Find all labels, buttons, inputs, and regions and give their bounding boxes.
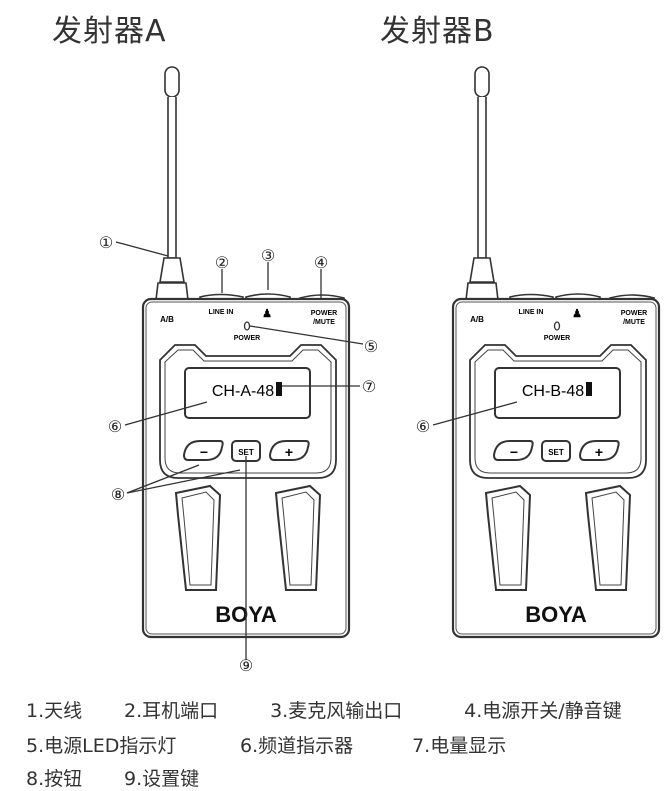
callout-7: ⑦ <box>362 379 376 396</box>
legend-item-headphone-port: 2.耳机端口 <box>124 700 219 722</box>
channel-indicator-b: CH-B-48 <box>522 383 584 400</box>
legend-item-set-key: 9.设置键 <box>124 768 200 790</box>
mic-icon-a: ♟ <box>262 308 272 320</box>
legend-item-power-led: 5.电源LED指示灯 <box>26 735 177 757</box>
callout-leaders-a <box>115 241 364 660</box>
plus-label-a: + <box>285 444 293 460</box>
callout-3: ③ <box>261 248 275 265</box>
legend-item-mic-output: 3.麦克风输出口 <box>270 700 403 722</box>
plus-button-b: + <box>578 440 620 461</box>
transmitter-a: A/B LINE IN ♟ POWER POWER /MUTE CH-A-48 … <box>99 66 378 675</box>
transmitter-b: A/B LINE IN ♟ POWER POWER /MUTE CH-B-48 … <box>416 66 661 639</box>
brand-logo-b: BOYA <box>525 602 587 627</box>
callout-leaders-b <box>432 401 518 426</box>
channel-indicator-a: CH-A-48 <box>212 383 274 400</box>
callout-5: ⑤ <box>364 339 378 356</box>
screen-b <box>494 367 621 419</box>
legend-item-power-mute: 4.电源开关/静音键 <box>464 700 622 722</box>
power-mute-label-a-2: /MUTE <box>313 319 335 326</box>
callout-6a: ⑥ <box>108 419 122 436</box>
callout-4: ④ <box>314 255 328 272</box>
title-transmitter-b: 发射器B <box>380 14 495 49</box>
power-mute-label-b: POWER <box>621 310 647 317</box>
legend-item-antenna: 1.天线 <box>26 700 83 722</box>
callout-9: ⑨ <box>239 658 253 675</box>
battery-icon-b <box>586 382 592 396</box>
legend-item-buttons: 8.按钮 <box>26 768 83 790</box>
mic-icon-b: ♟ <box>572 308 582 320</box>
battery-icon-a <box>276 382 282 396</box>
clip-right-b <box>584 484 632 591</box>
legend-line-1: 1.天线 2.耳机端口 3.麦克风输出口 4.电源开关/静音键 <box>26 696 622 723</box>
minus-label-a: − <box>200 444 208 460</box>
set-label-a: SET <box>238 448 254 457</box>
ab-switch-label-b: A/B <box>470 315 484 324</box>
antenna-b <box>465 66 499 301</box>
plus-button-a: + <box>268 440 310 461</box>
legend-line-3: 8.按钮 9.设置键 <box>26 764 199 791</box>
antenna-a <box>155 66 189 301</box>
power-led-b <box>553 321 561 331</box>
panel-a <box>159 344 337 479</box>
power-led-a <box>243 321 251 331</box>
panel-b <box>469 344 647 479</box>
power-led-label-a: POWER <box>234 335 260 342</box>
clip-right-a <box>274 484 322 591</box>
legend-line-2: 5.电源LED指示灯 6.频道指示器 7.电量显示 <box>26 731 506 758</box>
callout-1: ① <box>99 235 113 252</box>
minus-button-a: − <box>182 440 224 461</box>
plus-label-b: + <box>595 444 603 460</box>
legend-item-battery: 7.电量显示 <box>412 735 507 757</box>
set-label-b: SET <box>548 448 564 457</box>
ab-switch-label-a: A/B <box>160 315 174 324</box>
callout-8: ⑧ <box>111 487 125 504</box>
screen-a <box>184 367 311 419</box>
minus-button-b: − <box>492 440 534 461</box>
callout-2: ② <box>215 255 229 272</box>
minus-label-b: − <box>510 444 518 460</box>
power-mute-label-a: POWER <box>311 310 337 317</box>
title-transmitter-a: 发射器A <box>52 14 167 49</box>
clip-left-b <box>484 484 532 591</box>
callout-6b: ⑥ <box>416 419 430 436</box>
line-in-label-a: LINE IN <box>209 309 234 316</box>
clip-left-a <box>174 484 222 591</box>
line-in-label-b: LINE IN <box>519 309 544 316</box>
power-led-label-b: POWER <box>544 335 570 342</box>
legend-item-channel-indicator: 6.频道指示器 <box>240 735 354 757</box>
set-button-b: SET <box>541 440 571 462</box>
power-mute-label-b-2: /MUTE <box>623 319 645 326</box>
